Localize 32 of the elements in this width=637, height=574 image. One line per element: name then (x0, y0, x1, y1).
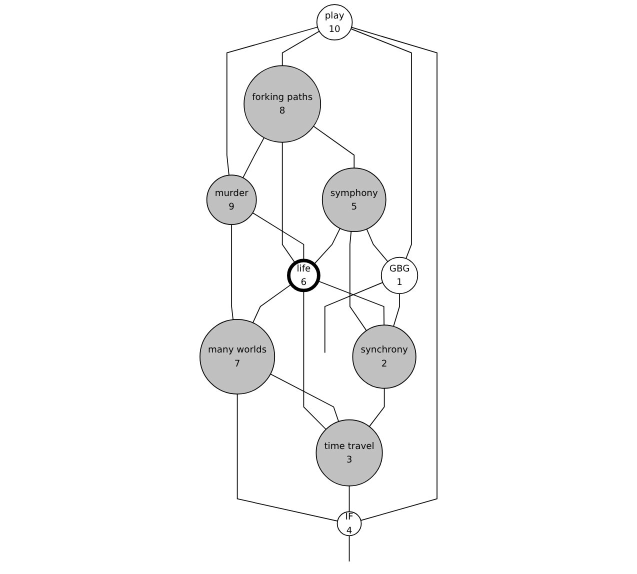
node-circle: GBG 1 (380, 256, 418, 294)
node-circle: life 6 (287, 258, 320, 292)
node-circle: murder 9 (206, 174, 257, 225)
connector (348, 486, 350, 512)
connector (231, 224, 234, 320)
connector (303, 290, 326, 430)
connector (313, 126, 355, 168)
node-circle: many worlds 7 (200, 318, 276, 394)
connector (226, 26, 318, 176)
connector (317, 280, 384, 326)
node-circle: forking paths 8 (244, 65, 322, 143)
connector (368, 388, 385, 427)
connector (236, 394, 338, 522)
connector (366, 228, 388, 262)
node-circle: time travel 3 (316, 419, 383, 486)
connector (282, 142, 296, 264)
connector (313, 228, 340, 265)
node-circle: play 10 (316, 4, 353, 40)
connector (324, 282, 384, 354)
connector (351, 26, 438, 521)
connector (242, 137, 265, 178)
connector (350, 28, 412, 259)
connector (350, 231, 367, 332)
connector (282, 30, 320, 66)
node-circle: IF 4 (336, 511, 362, 536)
connector (252, 284, 292, 324)
connector (393, 293, 400, 327)
connector (252, 212, 304, 261)
connector (270, 374, 340, 422)
node-circle: synchrony 2 (352, 324, 416, 389)
node-circle: symphony 5 (322, 168, 386, 232)
connector (348, 535, 350, 562)
